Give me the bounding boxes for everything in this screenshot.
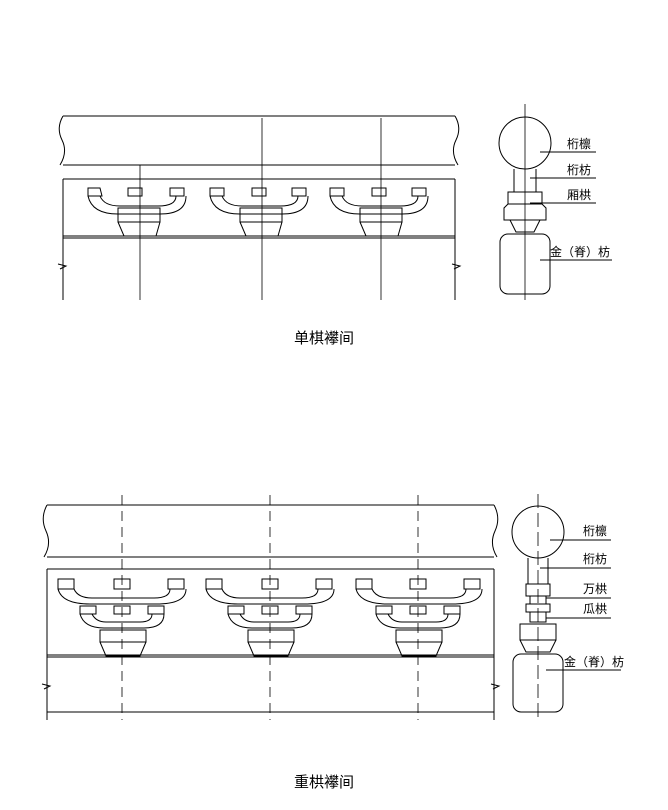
bracket-set-2 [209, 187, 309, 237]
bracket-set-2 [205, 578, 335, 657]
label-purlin-tie: 桁枋 [567, 162, 591, 177]
label-purlin: 桁檩 [567, 136, 591, 151]
section-view [511, 494, 621, 720]
section-view [498, 104, 612, 300]
label-xiang-gong: 厢栱 [567, 188, 591, 202]
label-purlin: 桁檩 [583, 523, 607, 538]
figure-single-bracket: 桁檩 桁枋 厢栱 金（脊）枋 单棋襻间 [57, 104, 612, 347]
elevation-view [57, 115, 462, 300]
bracket-set-1 [87, 187, 187, 237]
label-jin-beam: 金（脊）枋 [564, 654, 624, 669]
label-jin-beam: 金（脊）枋 [550, 244, 610, 259]
caption-single-bracket: 单棋襻间 [294, 329, 354, 347]
label-purlin-tie: 桁枋 [583, 551, 607, 566]
bracket-set-3 [355, 578, 483, 657]
label-wan-gong: 万栱 [583, 582, 607, 596]
bracket-set-3 [329, 187, 429, 237]
caption-double-bracket: 重栱襻间 [294, 773, 354, 791]
elevation-view [41, 495, 501, 720]
bracket-set-1 [57, 578, 187, 657]
label-gua-gong: 瓜栱 [583, 602, 607, 616]
figure-double-bracket: 桁檩 桁枋 万栱 瓜栱 金（脊）枋 重栱襻间 [41, 494, 624, 791]
